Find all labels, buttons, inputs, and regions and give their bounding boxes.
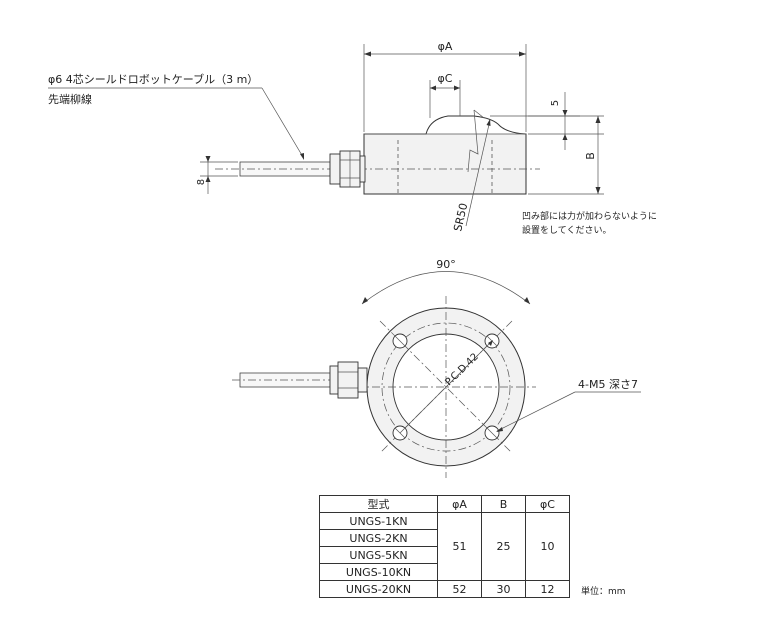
dim-c-label: φC [438,72,453,85]
side-view: φA φC 5 B 8 φ6 4芯シールドロボットケーブル（3 m） 先端柳線 [48,40,657,236]
value-c-cell: 12 [525,580,570,598]
model-cell: UNGS-20KN [319,580,438,598]
header-model: 型式 [319,495,438,513]
mount-hole [392,333,408,349]
unit-note: 単位：mm [581,587,626,597]
value-a-cell: 52 [437,580,482,598]
table-header-row: 型式 φA B φC [319,495,570,513]
header-a: φA [437,495,482,513]
table-row: UNGS-20KN 52 30 12 [319,580,570,598]
recess-note-line1: 凹み部には力が加わらないように [522,210,657,222]
dim-b-label: B [584,152,597,160]
angle-label: 90° [436,258,456,271]
table-row: UNGS-5KN [319,546,570,564]
model-cell: UNGS-5KN [319,546,438,564]
cable-label: φ6 4芯シールドロボットケーブル（3 m） [48,72,258,86]
dim-8-label: 8 [196,179,207,185]
value-c-cell: 10 [525,512,570,581]
mount-hole [484,425,500,441]
top-view: P.C.D.42 90° 4-M5 深さ7 [232,258,641,478]
value-b-cell: 25 [481,512,526,581]
model-cell: UNGS-2KN [319,529,438,547]
model-cell: UNGS-1KN [319,512,438,530]
model-cell: UNGS-10KN [319,563,438,581]
sr50-label: SR50 [451,202,470,233]
header-b: B [481,495,526,513]
value-a-cell: 51 [437,512,482,581]
dim-a-label: φA [438,40,453,53]
header-c: φC [525,495,570,513]
value-b-cell: 30 [481,580,526,598]
dim-5-label: 5 [550,100,561,106]
table-row: UNGS-1KN 51 25 10 [319,512,570,581]
cable-end-label: 先端柳線 [48,92,92,106]
hole-label: 4-M5 深さ7 [578,378,638,391]
recess-note-line2: 設置をしてください。 [522,224,611,236]
spec-table: 型式 φA B φC UNGS-1KN 51 25 10 UNGS-2KN UN… [319,495,570,598]
